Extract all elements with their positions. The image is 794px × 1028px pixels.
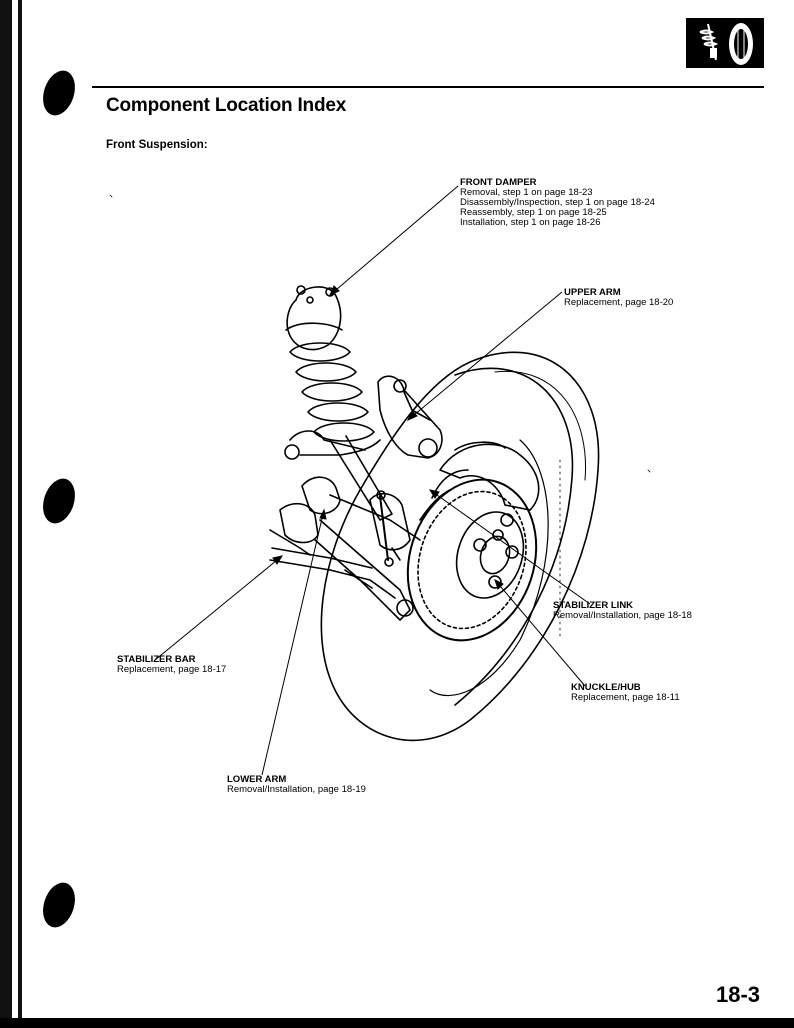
binder-edge-inner: [18, 0, 22, 1028]
leader-lines: [154, 185, 591, 776]
stabilizer-link-label: STABILIZER LINK: [553, 600, 634, 611]
upper-arm-label: UPPER ARM: [564, 287, 621, 298]
bottom-border: [0, 1018, 794, 1028]
binder-edge-gap: [12, 0, 18, 1028]
page-number: 18-3: [716, 982, 761, 1007]
front-damper-line: Removal, step 1 on page 18-23: [460, 187, 593, 198]
callout-knuckle-hub: KNUCKLE/HUB Replacement, page 18-11: [571, 683, 680, 703]
stabilizer-bar-label: STABILIZER BAR: [117, 654, 196, 665]
front-damper: [285, 285, 411, 561]
front-damper-line: Disassembly/Inspection, step 1 on page 1…: [460, 197, 655, 208]
lower-arm-label: LOWER ARM: [227, 774, 287, 785]
section-subtitle: Front Suspension:: [106, 139, 208, 151]
knuckle: [419, 441, 540, 521]
callout-stabilizer-link: STABILIZER LINK Removal/Installation, pa…: [553, 601, 692, 621]
callout-front-damper: FRONT DAMPER Removal, step 1 on page 18-…: [460, 178, 655, 228]
callout-lower-arm: LOWER ARM Removal/Installation, page 18-…: [227, 775, 366, 795]
callout-stabilizer-bar: STABILIZER BAR Replacement, page 18-17: [117, 655, 226, 675]
front-damper-line: Installation, step 1 on page 18-26: [460, 217, 601, 228]
stabilizer-link: [376, 490, 394, 567]
knuckle-hub-label: KNUCKLE/HUB: [571, 682, 641, 693]
knuckle-hub-line: Replacement, page 18-11: [571, 692, 680, 703]
stabilizer-bar-line: Replacement, page 18-17: [117, 664, 227, 675]
shock-absorber-wheel-icon: [686, 18, 764, 68]
front-damper-label: FRONT DAMPER: [460, 177, 537, 188]
binder-edge: [0, 0, 12, 1028]
header-rule: [92, 86, 764, 88]
upper-arm-line: Replacement, page 18-20: [564, 297, 674, 308]
upper-arm: [284, 375, 443, 460]
stabilizer-link-line: Removal/Installation, page 18-18: [553, 610, 692, 621]
brake-disc: [406, 478, 538, 642]
tire: [320, 351, 600, 742]
page-title: Component Location Index: [106, 95, 347, 116]
lower-arm-line: Removal/Installation, page 18-19: [227, 784, 366, 795]
callout-upper-arm: UPPER ARM Replacement, page 18-20: [564, 288, 673, 308]
front-damper-line: Reassembly, step 1 on page 18-25: [460, 207, 607, 218]
stabilizer-bar: [269, 547, 396, 599]
